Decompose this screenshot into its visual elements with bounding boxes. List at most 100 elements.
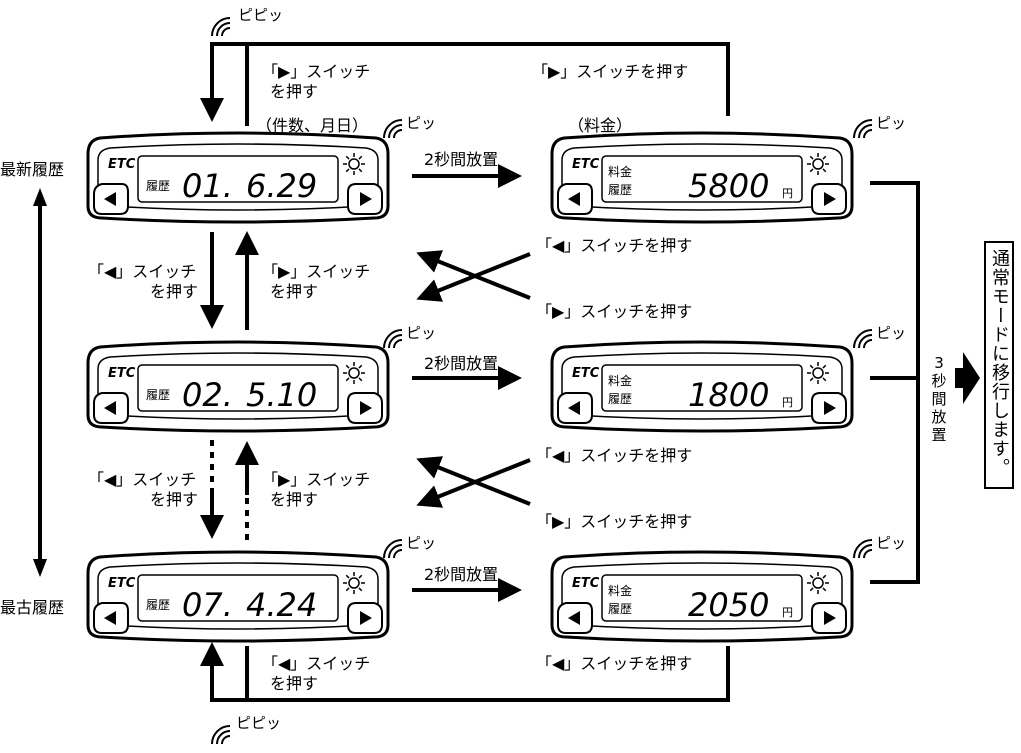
history-label: 履歴	[608, 392, 632, 406]
right-triangle-icon	[360, 401, 372, 415]
status-lamp-ray	[358, 168, 363, 173]
status-lamp-core	[348, 158, 360, 170]
right-triangle-icon	[824, 611, 836, 625]
etc-logo: ETC	[572, 157, 600, 172]
status-lamp-ray	[809, 377, 814, 382]
history-label: 履歴	[146, 598, 170, 612]
cross-arrow-2b	[416, 458, 531, 508]
left-triangle-icon	[568, 192, 580, 206]
right-triangle-icon	[824, 192, 836, 206]
beep-wave-icon	[383, 539, 403, 559]
fee-caption: （料金）	[568, 116, 633, 135]
left-triangle-icon	[568, 611, 580, 625]
status-lamp-ray	[345, 574, 350, 579]
etc-logo: ETC	[108, 366, 136, 381]
beep-pipi-bottom: ピピッ	[236, 714, 282, 732]
status-lamp-icon	[807, 153, 829, 175]
history-label: 履歴	[608, 183, 632, 197]
top-left-switch-label-2: を押す	[270, 82, 319, 101]
status-lamp-icon	[343, 572, 365, 594]
status-lamp-ray	[809, 574, 814, 579]
status-lamp-core	[812, 158, 824, 170]
status-lamp-ray	[822, 168, 827, 173]
history-arrow-head-down	[33, 559, 47, 577]
status-lamp-ray	[358, 574, 363, 579]
fee-amount: 1800	[688, 376, 769, 414]
status-lamp-icon	[807, 362, 829, 384]
right-triangle-icon	[360, 192, 372, 206]
left-switch-label-1: 「◀」スイッチ	[88, 262, 197, 281]
left-triangle-icon	[104, 611, 116, 625]
oldest-history-label: 最古履歴	[0, 598, 65, 617]
fee-unit: 円	[782, 606, 793, 619]
cross-right-switch-label-2: 「▶」スイッチを押す	[536, 512, 693, 531]
fee-label: 料金	[608, 164, 632, 179]
status-lamp-icon	[343, 153, 365, 175]
beep-pi: ピッ	[406, 114, 437, 132]
beep-pi: ピッ	[876, 534, 907, 552]
beep-wave-icon	[383, 329, 403, 349]
etc-logo: ETC	[108, 157, 136, 172]
status-lamp-ray	[358, 364, 363, 369]
status-lamp-ray	[358, 587, 363, 592]
status-lamp-ray	[345, 364, 350, 369]
beep-pi: ピッ	[876, 324, 907, 342]
lcd-screen	[601, 364, 803, 412]
status-lamp-ray	[822, 587, 827, 592]
beep-pi: ピッ	[406, 534, 437, 552]
left-triangle-icon	[104, 192, 116, 206]
fee-amount: 5800	[688, 167, 769, 205]
newest-history-label: 最新履歴	[0, 160, 65, 179]
status-lamp-ray	[809, 364, 814, 369]
beep-wave-bottom-icon	[211, 725, 231, 745]
right-switch-label-2: 「▶」スイッチ	[262, 470, 371, 489]
wait-3s-label: 3秒間放置	[931, 354, 947, 444]
status-lamp-ray	[809, 587, 814, 592]
left-triangle-icon	[568, 401, 580, 415]
status-lamp-ray	[822, 364, 827, 369]
beep-pipi-top: ピピッ	[238, 6, 284, 24]
right-switch-label-1b: を押す	[270, 282, 319, 301]
bottom-left-switch-label: 「◀」スイッチ	[262, 654, 371, 673]
status-lamp-icon	[807, 572, 829, 594]
right-switch-label-2b: を押す	[270, 490, 319, 509]
fee-unit: 円	[782, 396, 793, 409]
cross-left-switch-label-2: 「◀」スイッチを押す	[536, 446, 693, 465]
etc-logo: ETC	[572, 576, 600, 591]
history-date: 4.24	[246, 586, 317, 624]
status-lamp-icon	[343, 362, 365, 384]
wait-2s-label-1: 2秒間放置	[424, 150, 499, 169]
history-date: 6.29	[246, 167, 317, 205]
history-number: 07.	[182, 586, 233, 624]
lcd-screen	[137, 155, 339, 203]
fee-amount: 2050	[688, 586, 769, 624]
status-lamp-ray	[345, 377, 350, 382]
left-switch-label-2b: を押す	[150, 490, 199, 509]
normal-mode-text: 通常モードに移行します。	[989, 249, 1010, 477]
top-left-switch-label: 「▶」スイッチ	[262, 62, 371, 81]
top-right-switch-label: 「▶」スイッチを押す	[532, 62, 689, 81]
beep-pi: ピッ	[876, 114, 907, 132]
status-lamp-ray	[809, 155, 814, 160]
status-lamp-ray	[358, 155, 363, 160]
status-lamp-ray	[345, 168, 350, 173]
etc-logo: ETC	[572, 366, 600, 381]
right-switch-label-1: 「▶」スイッチ	[262, 262, 371, 281]
left-switch-label-1b: を押す	[150, 282, 199, 301]
right-bracket	[870, 181, 920, 584]
status-lamp-ray	[345, 155, 350, 160]
history-label: 履歴	[146, 388, 170, 402]
fee-unit: 円	[782, 187, 793, 200]
status-lamp-ray	[345, 587, 350, 592]
count-date-caption: （件数、月日）	[256, 116, 369, 135]
status-lamp-ray	[358, 377, 363, 382]
left-triangle-icon	[104, 401, 116, 415]
beep-wave-icon	[853, 539, 873, 559]
lcd-screen	[601, 574, 803, 622]
